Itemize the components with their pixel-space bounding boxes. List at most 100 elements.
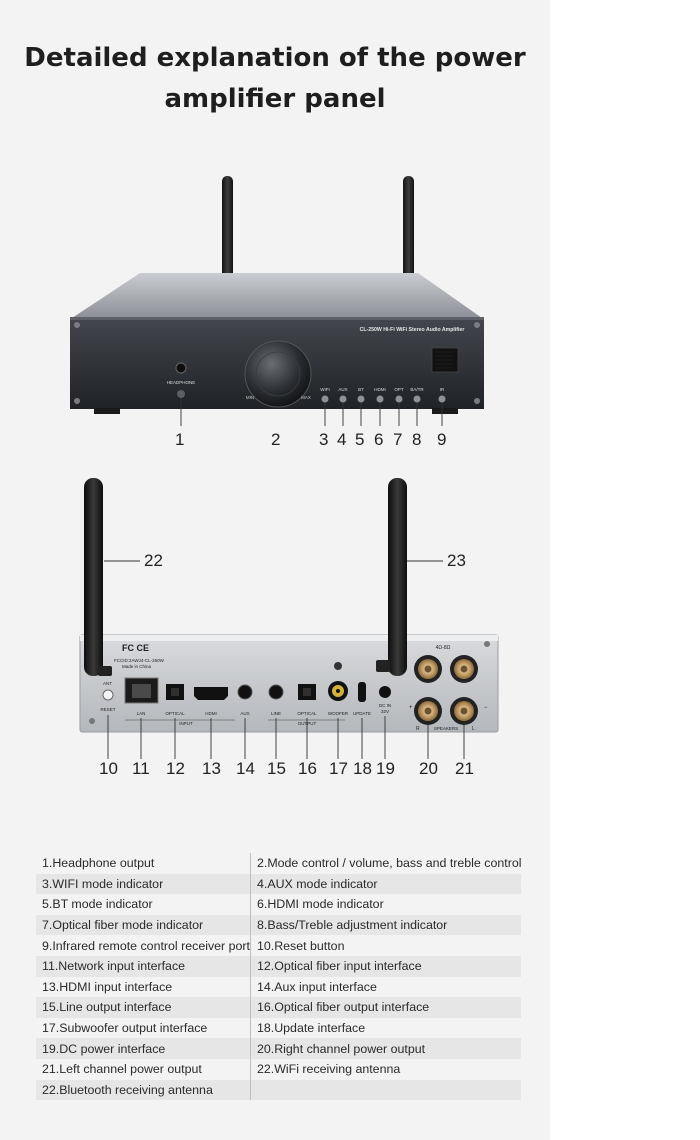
table-cell: 14.Aux input interface — [256, 979, 377, 994]
rear-antenna-left — [84, 478, 112, 676]
callout-19: 19 — [376, 759, 395, 778]
impedance-label: 4Ω-8Ω — [436, 645, 451, 651]
dcin-label-1: DC IN — [379, 703, 391, 708]
indicator-led-wifi — [321, 395, 329, 403]
table-cell: 16.Optical fiber output interface — [250, 997, 522, 1018]
knob-max-label: MAX — [301, 395, 311, 400]
rear-leader-lines — [107, 715, 465, 759]
indicator-label-opt: OPT — [394, 387, 404, 392]
table-cell: 13.HDMI input interface — [36, 976, 251, 998]
indicator-led-bt — [357, 395, 365, 403]
indicator-led-batr — [413, 395, 421, 403]
headphone-label: HEADPHONE — [167, 380, 196, 385]
reset-button — [102, 689, 114, 701]
cert-marks: FC CE — [122, 643, 149, 653]
table-cell: 9.Infrared remote control receiver port — [36, 935, 251, 956]
amp-top-surface — [72, 273, 482, 318]
table-row: 1.Headphone output 2.Mode control / volum… — [36, 853, 521, 874]
woofer-label: WOOFER — [328, 711, 349, 716]
front-antenna-left — [222, 176, 233, 278]
headphone-jack — [175, 362, 187, 374]
callout-11: 11 — [132, 759, 150, 778]
indicator-label-wifi: WIFI — [320, 387, 330, 392]
table-row: 9.Infrared remote control receiver port 1… — [36, 935, 521, 956]
callout-2: 2 — [271, 430, 281, 449]
speaker-minus-label: − — [484, 705, 488, 711]
callout-13: 13 — [202, 759, 221, 778]
line-out-jack — [268, 684, 284, 700]
callout-5: 5 — [355, 430, 365, 449]
aux-label: AUX — [240, 711, 249, 716]
woofer-screw — [334, 662, 342, 670]
indicator-row: WIFI AUX BT HDMI OPT BA/TR IR — [320, 387, 446, 403]
callout-8: 8 — [412, 430, 422, 449]
hdmi-label: HDMI — [205, 711, 217, 716]
table-cell: 1.Headphone output — [36, 853, 251, 874]
callout-1: 1 — [175, 430, 185, 449]
table-cell: 3.WIFI mode indicator — [36, 873, 251, 895]
model-text: CL-250W Hi-Fi WiFi Stereo Audio Amplifie… — [360, 327, 465, 333]
indicator-led-opt — [395, 395, 403, 403]
page-title: Detailed explanation of the power amplif… — [0, 38, 550, 120]
callout-4: 4 — [337, 430, 347, 449]
table-cell: 20.Right channel power output — [250, 1038, 522, 1059]
front-leader-lines — [180, 398, 443, 426]
mode-control-knob — [244, 340, 312, 408]
speakers-label: SPEAKERS — [434, 726, 458, 731]
indicator-label-ir: IR — [440, 387, 445, 392]
table-cell: 15.Line output interface — [36, 997, 251, 1018]
callout-17: 17 — [329, 759, 348, 778]
speaker-l-label: L — [472, 726, 475, 732]
indicator-led-aux — [339, 395, 347, 403]
callout-23: 23 — [447, 551, 466, 570]
callout-22: 22 — [144, 551, 163, 570]
front-panel-illustration: CL-250W Hi-Fi WiFi Stereo Audio Amplifie… — [70, 176, 484, 426]
callout-18: 18 — [353, 759, 372, 778]
table-cell: 21.Left channel power output — [36, 1058, 251, 1080]
table-row: 13.HDMI input interface 14.Aux input inte… — [36, 976, 521, 998]
callout-3: 3 — [319, 430, 329, 449]
indicator-label-hdmi: HDMI — [374, 387, 386, 392]
callout-10: 10 — [99, 759, 118, 778]
table-cell: 12.Optical fiber input interface — [250, 955, 522, 977]
dc-in-jack — [379, 686, 391, 698]
table-cell: 2.Mode control / volume, bass and treble… — [256, 856, 522, 871]
ir-receiver — [438, 395, 446, 403]
knob-min-label: MIN — [246, 395, 254, 400]
speaker-terminals — [414, 655, 478, 725]
line-label: LINE — [271, 711, 281, 716]
aux-jack — [237, 684, 253, 700]
table-cell: 17.Subwoofer output interface — [36, 1017, 251, 1039]
callout-7: 7 — [393, 430, 403, 449]
indicator-led-hdmi — [376, 395, 384, 403]
table-cell: 18.Update interface — [256, 1021, 366, 1036]
indicator-label-batr: BA/TR — [410, 387, 424, 392]
reset-label: RESET — [100, 707, 115, 712]
table-cell: 19.DC power interface — [36, 1038, 251, 1059]
indicator-label-aux: AUX — [338, 387, 347, 392]
hdmi-port — [194, 687, 228, 700]
table-cell: 10.Reset button — [256, 938, 345, 953]
ant-label: ANT — [103, 681, 112, 686]
table-cell: 7.Optical fiber mode indicator — [36, 914, 251, 936]
table-cell: 8.Bass/Treble adjustment indicator — [250, 914, 522, 936]
optical-out-label: OPTICAL — [297, 711, 317, 716]
optical-in-label: OPTICAL — [165, 711, 185, 716]
dcin-label-2: 32V — [381, 709, 389, 714]
title-line-2: amplifier panel — [164, 84, 386, 114]
speaker-plus-label: + — [409, 705, 413, 711]
lan-label: LAN — [137, 711, 146, 716]
update-label: UPDATE — [353, 711, 371, 716]
speaker-r-label: R — [416, 726, 420, 732]
table-cell — [250, 1079, 522, 1101]
callout-15: 15 — [267, 759, 286, 778]
callout-12: 12 — [166, 759, 185, 778]
callout-21: 21 — [455, 759, 474, 778]
title-line-1: Detailed explanation of the power — [24, 43, 526, 73]
rear-panel-illustration: FC CE FCCID:2AWJ4-CL-250W Made in China … — [79, 478, 499, 759]
